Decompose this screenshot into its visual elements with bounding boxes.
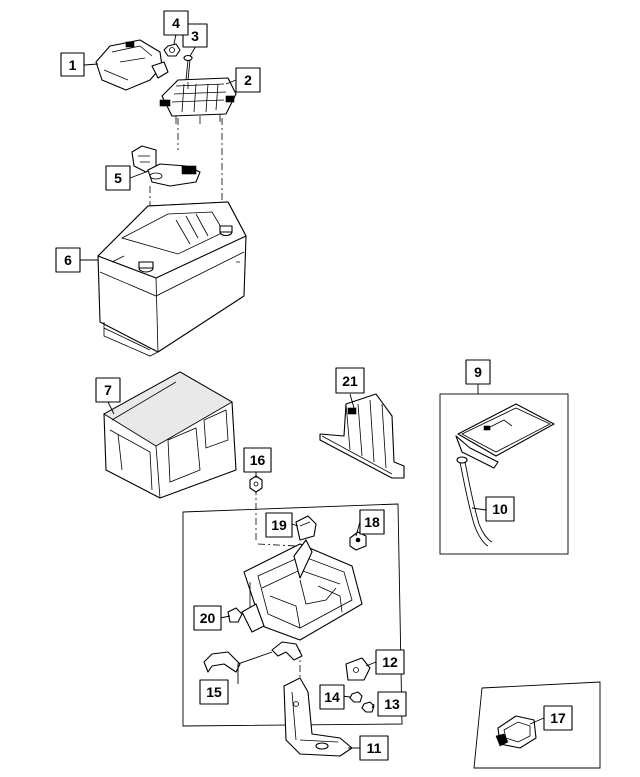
cable-kit-frame — [439, 393, 569, 555]
svg-text:12: 12 — [382, 654, 398, 670]
battery-heat-shield — [319, 393, 405, 479]
callout-18: 18 — [359, 509, 385, 535]
callout-16: 16 — [243, 447, 272, 473]
mounting-clip-19 — [295, 515, 317, 541]
svg-text:16: 16 — [250, 452, 266, 468]
support-bracket-12 — [345, 657, 371, 681]
svg-text:4: 4 — [172, 15, 180, 31]
svg-text:19: 19 — [271, 517, 287, 533]
hold-down-strap — [203, 641, 303, 673]
svg-text:13: 13 — [384, 696, 400, 712]
svg-text:7: 7 — [104, 382, 112, 398]
svg-text:21: 21 — [342, 373, 358, 389]
callout-5: 5 — [105, 165, 131, 191]
mounting-clip-18 — [349, 531, 367, 551]
alignment-line — [257, 543, 297, 547]
callout-17: 17 — [543, 705, 573, 731]
leader-lines — [80, 33, 545, 749]
callout-7: 7 — [95, 377, 121, 403]
svg-text:1: 1 — [69, 57, 77, 73]
svg-text:5: 5 — [114, 170, 122, 186]
svg-text:6: 6 — [64, 252, 72, 268]
callout-12: 12 — [375, 649, 405, 675]
battery-terminal-cover — [95, 39, 169, 91]
svg-text:11: 11 — [367, 740, 382, 756]
callout-6: 6 — [55, 247, 81, 273]
callout-21: 21 — [335, 367, 365, 394]
callout-9: 9 — [465, 359, 491, 385]
callout-13: 13 — [377, 691, 407, 717]
callout-2: 2 — [235, 67, 261, 93]
flange-nut — [249, 475, 263, 493]
callout-4: 4 — [163, 10, 189, 36]
callout-15: 15 — [199, 679, 229, 705]
svg-text:17: 17 — [550, 710, 566, 726]
svg-text:2: 2 — [244, 72, 252, 88]
callout-20: 20 — [193, 605, 222, 631]
tray-assembly-frame — [182, 503, 403, 727]
callout-11: 11 — [359, 735, 389, 761]
svg-text:3: 3 — [191, 28, 199, 44]
bolt-13 — [361, 701, 375, 713]
callout-19: 19 — [265, 512, 293, 538]
svg-text:9: 9 — [474, 364, 482, 380]
battery-cable-harness — [455, 403, 555, 547]
callout-14: 14 — [319, 684, 345, 710]
detail-17-frame — [473, 681, 601, 769]
svg-text:14: 14 — [324, 689, 340, 705]
svg-text:10: 10 — [492, 501, 508, 517]
terminal-bolt — [183, 54, 193, 81]
cable-clip-17 — [495, 715, 537, 749]
battery-insulator — [103, 371, 237, 499]
hex-nut — [163, 43, 181, 57]
callout-1: 1 — [60, 52, 85, 77]
battery-terminal-clamp — [131, 145, 201, 187]
screw-14 — [349, 691, 363, 703]
callout-10: 10 — [485, 496, 515, 522]
battery-tray — [241, 539, 363, 641]
tray-support-bracket — [283, 677, 353, 757]
battery — [97, 201, 247, 357]
svg-text:15: 15 — [206, 684, 222, 700]
retaining-clip-20 — [227, 607, 243, 623]
fuse-distribution-block — [159, 77, 237, 124]
svg-text:20: 20 — [200, 610, 216, 626]
svg-text:18: 18 — [364, 514, 380, 530]
